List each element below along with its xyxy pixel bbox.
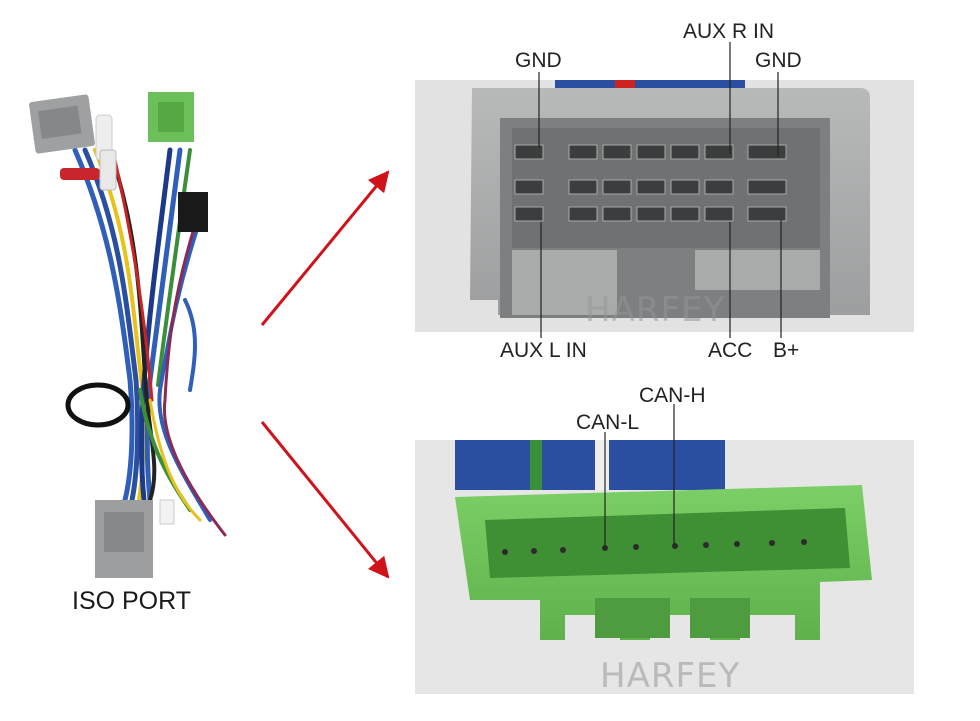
label-aux-l-in: AUX L IN (500, 339, 587, 362)
label-gnd-left: GND (515, 49, 562, 72)
gray-connector-photo (415, 80, 914, 332)
label-acc: ACC (708, 339, 753, 362)
green-connector-photo (415, 440, 914, 694)
arrow-to-top-connector (260, 170, 390, 326)
label-can-l: CAN-L (576, 411, 640, 434)
watermark-bottom: HARFEY (600, 656, 741, 696)
bottom-leader-lines (604, 404, 675, 548)
label-can-h: CAN-H (639, 384, 706, 407)
arrow-to-bottom-connector (260, 421, 390, 579)
label-aux-r-in: AUX R IN (683, 20, 775, 43)
label-b-plus: B+ (773, 339, 800, 362)
watermark-top: HARFEY (585, 290, 726, 330)
iso-port-caption: ISO PORT (72, 587, 192, 615)
top-leader-lines (538, 42, 782, 338)
label-gnd-right: GND (755, 49, 802, 72)
wiring-harness-photo (29, 92, 227, 578)
